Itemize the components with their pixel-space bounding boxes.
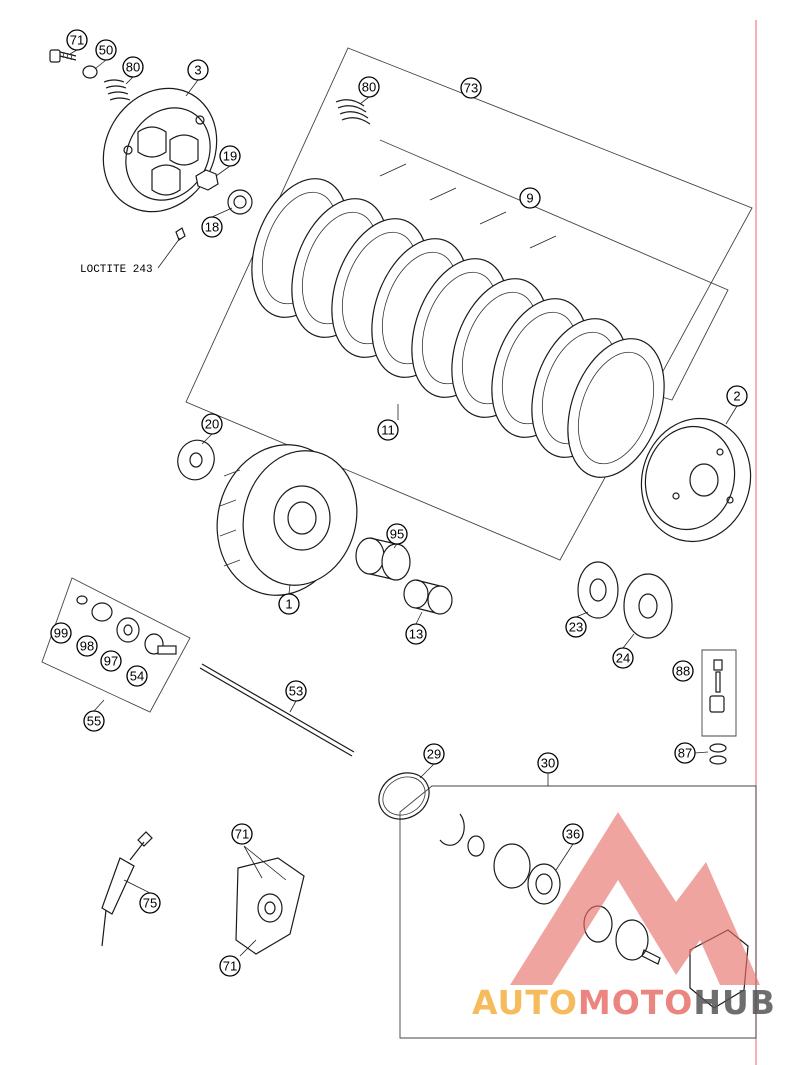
callout-95: 95 xyxy=(386,523,408,545)
callout-80-spring: 80 xyxy=(122,56,144,78)
svg-text:71: 71 xyxy=(223,959,237,974)
clutch-plates xyxy=(251,178,665,478)
svg-text:98: 98 xyxy=(80,639,94,654)
lock-washer-18 xyxy=(227,189,253,215)
inner-hub-2 xyxy=(640,417,752,543)
callout-9: 9 xyxy=(519,187,541,209)
seal-rings-87 xyxy=(709,743,727,765)
svg-text:9: 9 xyxy=(526,191,533,206)
callout-50: 50 xyxy=(95,39,117,61)
callout-53: 53 xyxy=(285,680,307,702)
svg-text:29: 29 xyxy=(427,747,441,762)
washer-50 xyxy=(82,65,98,79)
callout-73: 73 xyxy=(460,77,482,99)
svg-text:30: 30 xyxy=(541,756,555,771)
callout-80-clutch-springs: 80 xyxy=(358,76,380,98)
svg-text:3: 3 xyxy=(194,63,201,78)
callout-20: 20 xyxy=(201,413,223,435)
svg-text:73: 73 xyxy=(464,81,478,96)
needle-bearing-95 xyxy=(355,537,411,581)
gear-24 xyxy=(623,573,673,639)
callout-2: 2 xyxy=(726,385,748,407)
svg-text:2: 2 xyxy=(733,389,740,404)
watermark-text-auto: AUTO xyxy=(472,983,578,1022)
gear-23 xyxy=(577,561,619,619)
automotohub-watermark: AUTOMOTOHUB xyxy=(472,812,776,1022)
svg-text:13: 13 xyxy=(409,627,423,642)
svg-text:36: 36 xyxy=(566,827,580,842)
svg-text:88: 88 xyxy=(676,664,690,679)
leader-lines xyxy=(69,49,738,957)
svg-text:18: 18 xyxy=(205,220,219,235)
key xyxy=(175,227,186,241)
outer-basket-1 xyxy=(216,444,358,596)
svg-text:97: 97 xyxy=(104,654,118,669)
svg-text:55: 55 xyxy=(87,714,101,729)
callout-29: 29 xyxy=(423,743,445,765)
watermark-logo xyxy=(510,812,760,985)
callout-11: 11 xyxy=(377,419,399,441)
callout-71-upper: 71 xyxy=(231,823,253,845)
callout-75: 75 xyxy=(139,892,161,914)
spring-80 xyxy=(103,79,131,101)
svg-text:54: 54 xyxy=(130,669,144,684)
svg-text:75: 75 xyxy=(143,896,157,911)
callout-23: 23 xyxy=(565,616,587,638)
svg-text:19: 19 xyxy=(223,149,237,164)
push-rod-53 xyxy=(199,663,355,757)
kit-55-parts xyxy=(76,595,177,655)
callout-97: 97 xyxy=(100,650,122,672)
svg-text:23: 23 xyxy=(569,620,583,635)
svg-text:50: 50 xyxy=(99,43,113,58)
loctite-note: LOCTITE 243 xyxy=(80,264,153,276)
o-ring-29 xyxy=(378,772,430,820)
clutch-pack-frame xyxy=(185,47,753,561)
svg-text:71: 71 xyxy=(235,827,249,842)
pressure-plate-3 xyxy=(102,87,218,213)
callout-30: 30 xyxy=(537,752,559,774)
svg-text:AUTOMOTOHUB: AUTOMOTOHUB xyxy=(472,983,776,1022)
svg-text:95: 95 xyxy=(390,527,404,542)
callout-36: 36 xyxy=(562,823,584,845)
bleeder-88 xyxy=(709,659,725,713)
callout-88: 88 xyxy=(672,660,694,682)
svg-text:11: 11 xyxy=(381,423,395,438)
callout-99: 99 xyxy=(50,622,72,644)
svg-text:53: 53 xyxy=(289,684,303,699)
watermark-text-moto: MOTO xyxy=(578,983,693,1022)
svg-text:80: 80 xyxy=(126,60,140,75)
svg-text:87: 87 xyxy=(678,746,692,761)
callout-13: 13 xyxy=(405,623,427,645)
kit-88-frame xyxy=(701,649,737,737)
washer-20 xyxy=(177,439,215,481)
svg-text:80: 80 xyxy=(362,80,376,95)
callout-55: 55 xyxy=(83,710,105,732)
callout-54: 54 xyxy=(126,665,148,687)
kit-55-frame xyxy=(41,577,191,713)
svg-text:1: 1 xyxy=(285,597,292,612)
bolt-71 xyxy=(49,49,77,63)
svg-text:71: 71 xyxy=(70,33,84,48)
callout-19: 19 xyxy=(219,145,241,167)
watermark-text-hub: HUB xyxy=(693,983,776,1022)
callout-71-lower: 71 xyxy=(219,955,241,977)
callout-98: 98 xyxy=(76,635,98,657)
kit-30-frame xyxy=(399,785,757,1039)
svg-text:24: 24 xyxy=(616,651,630,666)
nut-19 xyxy=(195,169,219,191)
callout-24: 24 xyxy=(612,647,634,669)
slave-cylinder xyxy=(235,857,305,955)
callout-18: 18 xyxy=(201,216,223,238)
callout-1: 1 xyxy=(278,593,300,615)
clutch-springs-80 xyxy=(335,99,371,125)
svg-text:20: 20 xyxy=(205,417,219,432)
syringe-75 xyxy=(101,831,153,947)
callout-3: 3 xyxy=(187,59,209,81)
svg-text:99: 99 xyxy=(54,626,68,641)
callout-87: 87 xyxy=(674,742,696,764)
callout-71-bolt: 71 xyxy=(66,29,88,51)
bushing-13 xyxy=(403,579,453,615)
